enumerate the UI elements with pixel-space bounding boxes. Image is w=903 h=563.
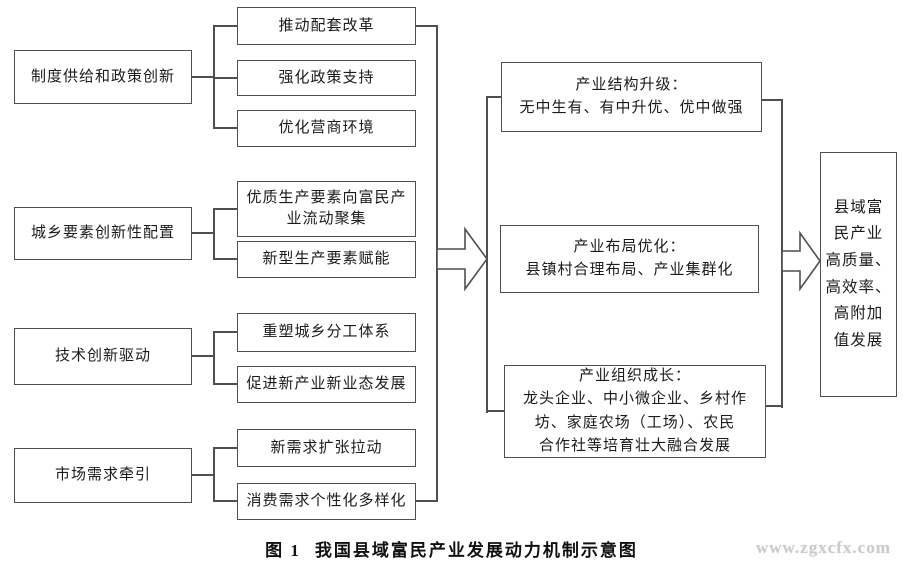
connector-line <box>213 208 215 260</box>
connector-line <box>213 258 237 260</box>
factor-box: 优化营商环境 <box>237 110 416 147</box>
outcome-title: 产业组织成长： <box>578 368 691 384</box>
connector-line <box>213 77 237 79</box>
connector-line <box>213 127 237 129</box>
driver-box-institutional-policy: 制度供给和政策创新 <box>14 50 192 104</box>
connector-line <box>486 410 505 412</box>
connector-line <box>213 208 237 210</box>
drivers-to-outcomes-arrow <box>436 226 488 292</box>
factor-box: 新需求扩张拉动 <box>237 429 416 467</box>
figure-caption: 图 1 我国县域富民产业发展动力机制示意图 <box>0 536 903 561</box>
connector-line <box>486 96 502 98</box>
connector-line <box>766 405 783 407</box>
connector-line <box>213 447 237 449</box>
factor-box: 重塑城乡分工体系 <box>237 313 416 352</box>
outcome-title: 产业结构升级： <box>575 76 688 93</box>
connector-line <box>213 331 215 385</box>
factor-box: 新型生产要素赋能 <box>237 241 416 278</box>
connector-line <box>192 232 213 234</box>
connector-line <box>213 500 237 502</box>
outcomes-to-goal-arrow <box>781 230 821 292</box>
factor-box: 优质生产要素向富民产 业流动聚集 <box>237 181 416 237</box>
outcome-detail: 县镇村合理布局、产业集群化 <box>525 262 734 278</box>
connector-line <box>213 331 237 333</box>
connector-line <box>213 447 215 502</box>
outcome-detail: 无中生有、有中升优、优中做强 <box>519 100 744 116</box>
factor-box: 促进新产业新业态发展 <box>237 366 416 403</box>
connector-line <box>192 474 213 476</box>
outcome-title: 产业布局优化： <box>573 238 686 255</box>
driver-box-urban-rural-factors: 城乡要素创新性配置 <box>14 207 192 260</box>
connector-line <box>416 25 437 27</box>
figure-caption-title: 我国县域富民产业发展动力机制示意图 <box>314 541 638 560</box>
figure-caption-label: 图 1 <box>265 541 301 560</box>
driver-box-tech-innovation: 技术创新驱动 <box>14 328 192 385</box>
factor-box: 推动配套改革 <box>237 7 416 45</box>
connector-line <box>762 99 783 101</box>
outcome-detail: 龙头企业、中小微企业、乡村作 坊、家庭农场（工场）、农民 合作社等培育壮大融合发… <box>522 391 747 454</box>
connector-line <box>213 383 237 385</box>
connector-line <box>192 76 213 78</box>
connector-line <box>213 25 237 27</box>
watermark: www.zgxcfx.com <box>756 538 891 557</box>
connector-line <box>192 355 213 357</box>
goal-box: 县域富 民产业 高质量、 高效率、 高附加 值发展 <box>820 152 897 397</box>
outcome-box-organization-growth: 产业组织成长： 龙头企业、中小微企业、乡村作 坊、家庭农场（工场）、农民 合作社… <box>504 365 766 458</box>
connector-line <box>486 96 488 413</box>
driver-box-market-demand: 市场需求牵引 <box>14 448 192 503</box>
connector-line <box>416 500 437 502</box>
outcome-box-structure-upgrade: 产业结构升级： 无中生有、有中升优、优中做强 <box>501 62 762 132</box>
factor-box: 强化政策支持 <box>237 60 416 96</box>
factor-box: 消费需求个性化多样化 <box>237 483 416 520</box>
outcome-box-layout-optimization: 产业布局优化： 县镇村合理布局、产业集群化 <box>500 225 759 293</box>
